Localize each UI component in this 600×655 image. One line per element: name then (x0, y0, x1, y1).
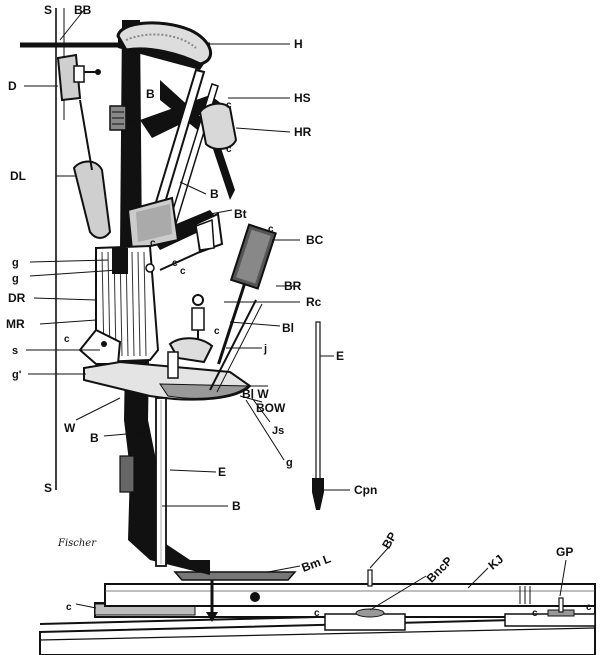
balance-punching (355, 608, 385, 618)
key-bed-line (39, 627, 596, 641)
label-BOW: BOW (256, 401, 286, 415)
leader-lines (24, 9, 567, 611)
wippen-flange (112, 248, 128, 274)
label-Sr: Sr (128, 116, 139, 127)
flange-screw (145, 263, 155, 273)
label-s: s (12, 345, 18, 357)
backcheck (217, 223, 277, 365)
label-Cpn: Cpn (354, 483, 377, 497)
label-DL: DL (10, 169, 26, 183)
artist-signature: Fischer (57, 538, 97, 549)
backcheck-felt-texture (236, 229, 271, 284)
label-c3: c (268, 224, 274, 235)
label-BP: BP (379, 530, 399, 551)
label-D: D (8, 79, 17, 93)
label-c4: c (150, 238, 156, 249)
label-c9: c (66, 602, 72, 613)
damper-lever (72, 160, 112, 239)
capstan-head (312, 478, 324, 492)
damper-block (73, 65, 85, 83)
butt-felt-hatch (136, 204, 172, 242)
label-c8: c (214, 326, 220, 337)
label-g2: g (12, 273, 19, 285)
label-g1: g (12, 257, 19, 269)
label-Js: Js (272, 425, 284, 437)
label-W: W (64, 421, 76, 435)
label-S-top: S (44, 3, 52, 17)
label-c12: c (586, 602, 592, 613)
label-GP: GP (556, 545, 573, 559)
label-Rc: Rc (306, 295, 322, 309)
jack-pin (167, 351, 179, 379)
label-BB: BB (74, 3, 92, 17)
key-bed-base (39, 616, 596, 655)
bridle-wire (209, 299, 257, 391)
rear-bracket-curve (160, 80, 235, 200)
label-KJ: KJ (485, 552, 506, 573)
backcheck-rod (217, 283, 246, 365)
label-B3: B (90, 431, 99, 445)
label-BlW: Bl W (242, 387, 269, 401)
label-HR: HR (294, 125, 312, 139)
label-BC: BC (306, 233, 324, 247)
label-c11: c (532, 608, 538, 619)
guide-pin (558, 597, 564, 613)
regulating-button (191, 307, 205, 331)
label-c5: c (172, 258, 178, 269)
keyboard-frame (39, 569, 596, 655)
label-MR: MR (6, 317, 25, 331)
label-E1: E (336, 349, 344, 363)
damper-lever-wire (79, 99, 93, 171)
hammer-head-felt (198, 102, 238, 150)
butt-tongue (195, 218, 215, 251)
label-H: H (294, 37, 303, 51)
regulating-pin (101, 341, 107, 347)
label-j: j (263, 343, 267, 355)
label-BmL: Bm L (300, 551, 333, 574)
regulating-button-ring (192, 294, 204, 306)
hammer-assembly (126, 68, 238, 254)
label-BR: BR (284, 279, 302, 293)
hammer-spring-top (116, 21, 213, 66)
balance-pin-hole (250, 592, 260, 602)
butt-wire (159, 249, 205, 271)
label-B2: B (210, 187, 219, 201)
label-Bl: Bl (282, 321, 294, 335)
jack (168, 337, 214, 364)
bottom-pin-tip (206, 612, 218, 622)
wippen (78, 244, 252, 401)
label-g4: g (286, 457, 293, 469)
label-c10: c (314, 608, 320, 619)
label-B1: B (146, 87, 155, 101)
label-BncP: BncP (424, 554, 456, 586)
label-c6: c (180, 266, 186, 277)
capstan-rod (315, 321, 321, 481)
capstan-screw (312, 321, 324, 510)
balance-pin (367, 569, 373, 587)
foot-piece (119, 455, 135, 493)
bottom-on-key (173, 571, 297, 581)
key-body (104, 583, 596, 607)
damper-assembly (56, 53, 112, 239)
label-E2: E (218, 465, 226, 479)
part-labels: BB S H D B Sr HS c HR c DL B Bt c BC c g… (6, 3, 592, 619)
label-g3: g' (12, 369, 22, 381)
capstan-foot (312, 492, 324, 510)
damper-screw (95, 69, 101, 75)
label-HS: HS (294, 91, 311, 105)
label-c1: c (226, 100, 232, 111)
label-Bt: Bt (234, 207, 247, 221)
wippen-lever-cloth (159, 383, 250, 399)
label-DR: DR (8, 291, 26, 305)
main-rail-upright (120, 20, 210, 575)
label-c7: c (64, 334, 70, 345)
label-c2: c (226, 144, 232, 155)
label-B4: B (232, 499, 241, 513)
label-S-bot: S (44, 481, 52, 495)
